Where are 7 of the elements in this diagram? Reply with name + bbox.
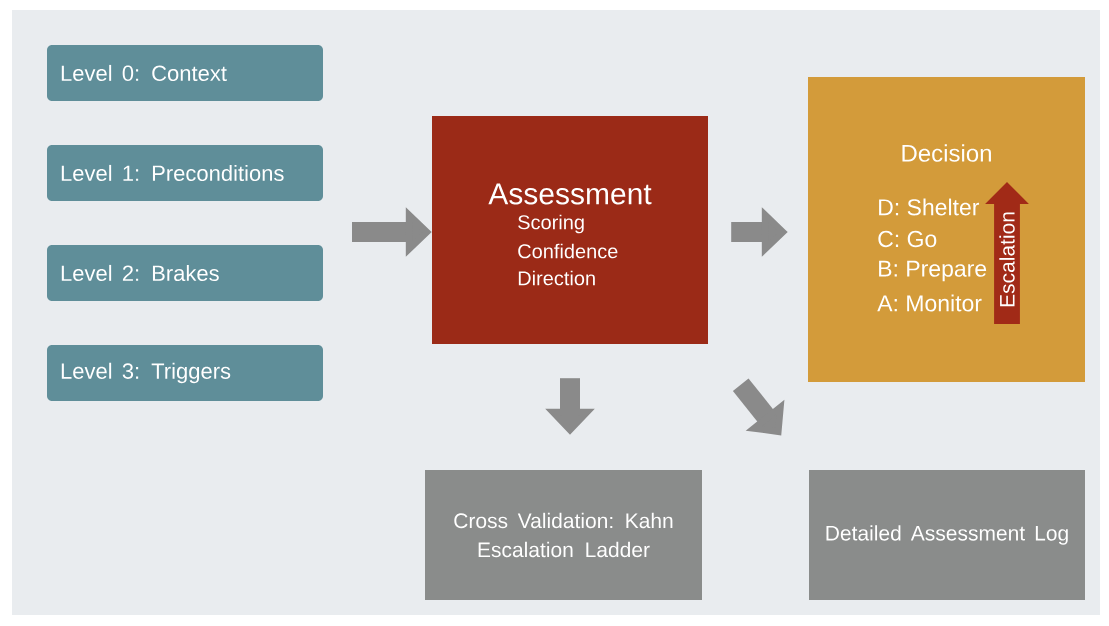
level-box: Level 2: Brakes xyxy=(47,245,323,301)
output-box: Cross Validation: Kahn Escalation Ladder xyxy=(425,470,702,600)
output-box: Detailed Assessment Log xyxy=(809,470,1085,600)
level-box: Level 0: Context xyxy=(47,45,323,101)
process-box: Assessment Scoring Confidence Direction xyxy=(432,116,708,344)
level-box: Level 1: Preconditions xyxy=(47,145,323,201)
level-box: Level 3: Triggers xyxy=(47,345,323,401)
